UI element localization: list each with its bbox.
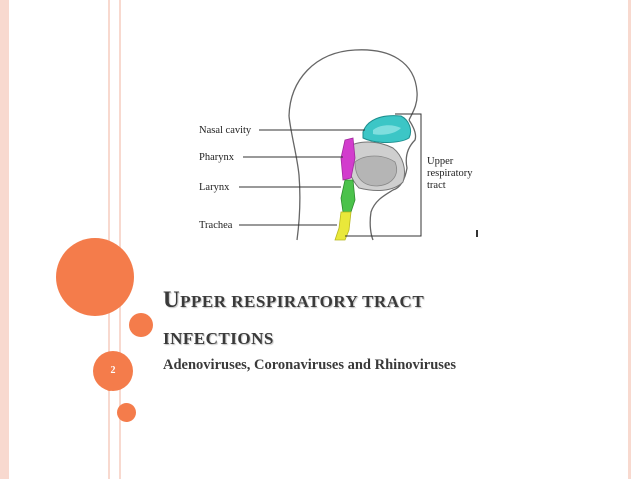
slide-title: UPPER RESPIRATORY TRACT INFECTIONS — [163, 282, 603, 358]
title-initial: U — [163, 287, 181, 312]
nasal-cavity-label: Nasal cavity — [199, 125, 252, 136]
head-outline — [288, 49, 418, 121]
left-rule-thin-2 — [119, 0, 121, 479]
pharynx-shape — [340, 137, 356, 181]
bracket-line — [345, 113, 422, 237]
respiratory-tract-diagram: Nasal cavity Pharynx Larynx Trachea Uppe… — [199, 49, 478, 241]
larynx-label: Larynx — [199, 182, 230, 193]
slide-subtitle: Adenoviruses, Coronaviruses and Rhinovir… — [163, 357, 457, 373]
pharynx-label: Pharynx — [199, 152, 235, 163]
small-circle — [105, 382, 114, 391]
left-rule-wide — [0, 0, 9, 479]
title-line-1: UPPER RESPIRATORY TRACT — [163, 282, 603, 321]
larynx-shape — [340, 179, 356, 213]
bottom-circle — [117, 403, 136, 422]
respiratory-label: respiratory — [427, 168, 473, 179]
tract-label: tract — [427, 180, 446, 191]
small-mark — [476, 230, 478, 237]
title-line-2: INFECTIONS — [163, 329, 274, 348]
large-circle — [56, 238, 134, 316]
upper-label: Upper — [427, 156, 454, 167]
medium-circle — [129, 313, 153, 337]
trachea-shape — [334, 211, 352, 241]
tongue — [354, 155, 397, 187]
nasal-cavity-inner — [373, 125, 401, 135]
right-rule — [628, 0, 631, 479]
neck-back — [288, 115, 301, 241]
left-rule-thin-1 — [108, 0, 110, 479]
title-rest: PPER RESPIRATORY TRACT — [180, 292, 425, 311]
trachea-label: Trachea — [199, 220, 233, 231]
page-number: 2 — [110, 365, 116, 376]
